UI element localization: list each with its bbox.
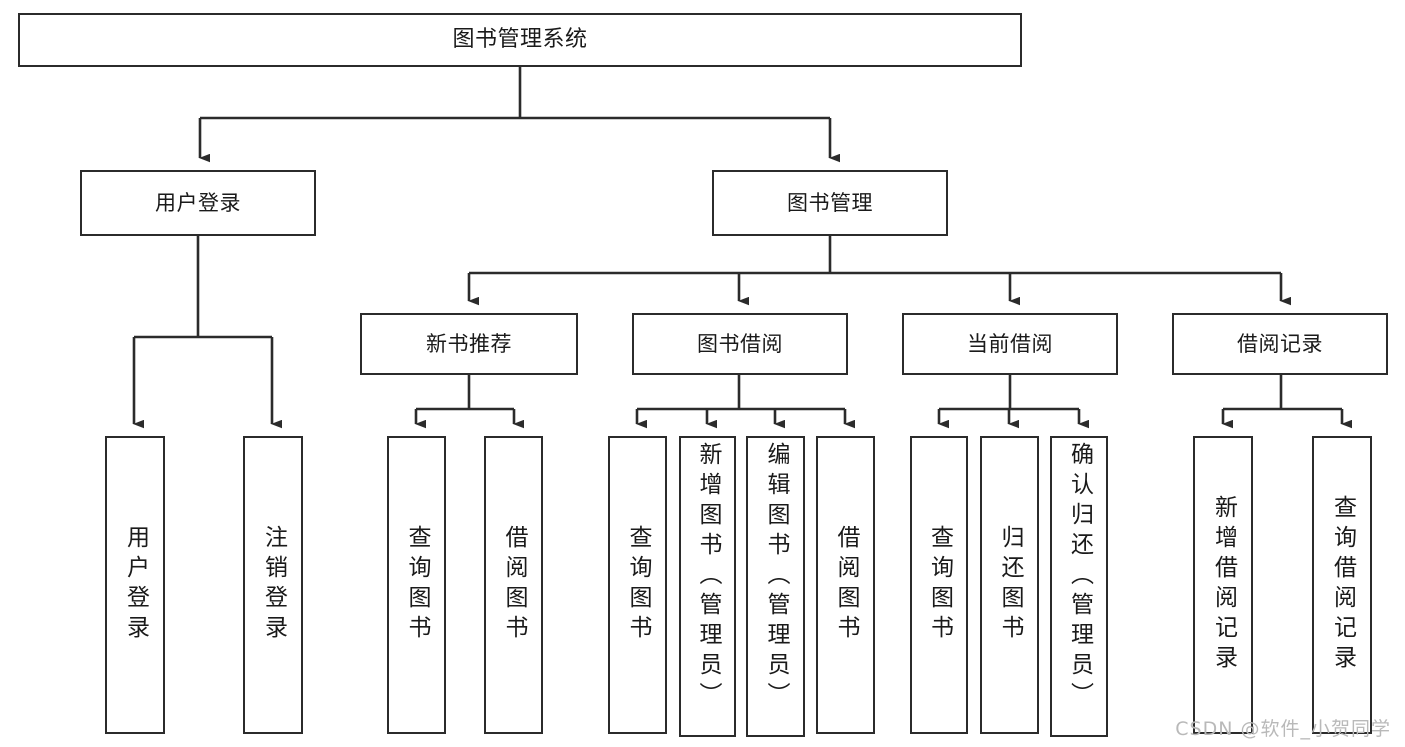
node-current-borrowing[interactable]: 当前借阅	[902, 313, 1118, 375]
leaf-borrow-books-borrowing-label: 借阅图书	[833, 525, 859, 645]
leaf-query-borrowing-record[interactable]: 查询借阅记录	[1312, 436, 1372, 734]
node-borrowing-records-label: 借阅记录	[1237, 331, 1323, 356]
leaf-query-books-borrowing-label: 查询图书	[625, 525, 651, 645]
leaf-borrow-books-recommend[interactable]: 借阅图书	[484, 436, 543, 734]
leaf-borrow-books-borrowing[interactable]: 借阅图书	[816, 436, 875, 734]
node-book-management-label: 图书管理	[787, 190, 873, 215]
leaf-confirm-return-admin[interactable]: 确认归还（管理员）	[1050, 436, 1108, 737]
node-current-borrowing-label: 当前借阅	[967, 331, 1053, 356]
leaf-query-borrowing-record-label: 查询借阅记录	[1329, 495, 1356, 675]
leaf-edit-book-admin-label: 编辑图书（管理员）	[763, 442, 789, 712]
node-borrowing-records[interactable]: 借阅记录	[1172, 313, 1388, 375]
node-root-label: 图书管理系统	[452, 27, 588, 53]
leaf-query-books-recommend-label: 查询图书	[404, 525, 430, 645]
leaf-user-login-label: 用户登录	[122, 525, 149, 645]
node-new-book-recommendation[interactable]: 新书推荐	[360, 313, 578, 375]
leaf-return-books-label: 归还图书	[997, 525, 1023, 645]
node-root-library-management-system[interactable]: 图书管理系统	[18, 13, 1022, 67]
node-user-login[interactable]: 用户登录	[80, 170, 316, 236]
node-book-borrowing[interactable]: 图书借阅	[632, 313, 848, 375]
leaf-return-books[interactable]: 归还图书	[980, 436, 1039, 734]
leaf-query-books-current-label: 查询图书	[926, 525, 953, 645]
node-book-borrowing-label: 图书借阅	[697, 331, 783, 356]
leaf-logout[interactable]: 注销登录	[243, 436, 303, 734]
watermark-text: CSDN @软件_小贺同学	[1175, 718, 1391, 740]
leaf-borrow-books-recommend-label: 借阅图书	[501, 525, 527, 645]
leaf-user-login[interactable]: 用户登录	[105, 436, 165, 734]
leaf-confirm-return-admin-label: 确认归还（管理员）	[1066, 442, 1093, 712]
leaf-add-book-admin[interactable]: 新增图书（管理员）	[679, 436, 736, 737]
leaf-add-borrowing-record-label: 新增借阅记录	[1210, 495, 1237, 675]
leaf-query-books-borrowing[interactable]: 查询图书	[608, 436, 667, 734]
leaf-edit-book-admin[interactable]: 编辑图书（管理员）	[746, 436, 805, 737]
leaf-logout-label: 注销登录	[260, 525, 287, 645]
leaf-add-borrowing-record[interactable]: 新增借阅记录	[1193, 436, 1253, 734]
leaf-add-book-admin-label: 新增图书（管理员）	[695, 442, 721, 712]
node-book-management[interactable]: 图书管理	[712, 170, 948, 236]
node-new-book-recommendation-label: 新书推荐	[426, 331, 512, 356]
node-user-login-label: 用户登录	[155, 190, 241, 215]
leaf-query-books-current[interactable]: 查询图书	[910, 436, 968, 734]
leaf-query-books-recommend[interactable]: 查询图书	[387, 436, 446, 734]
